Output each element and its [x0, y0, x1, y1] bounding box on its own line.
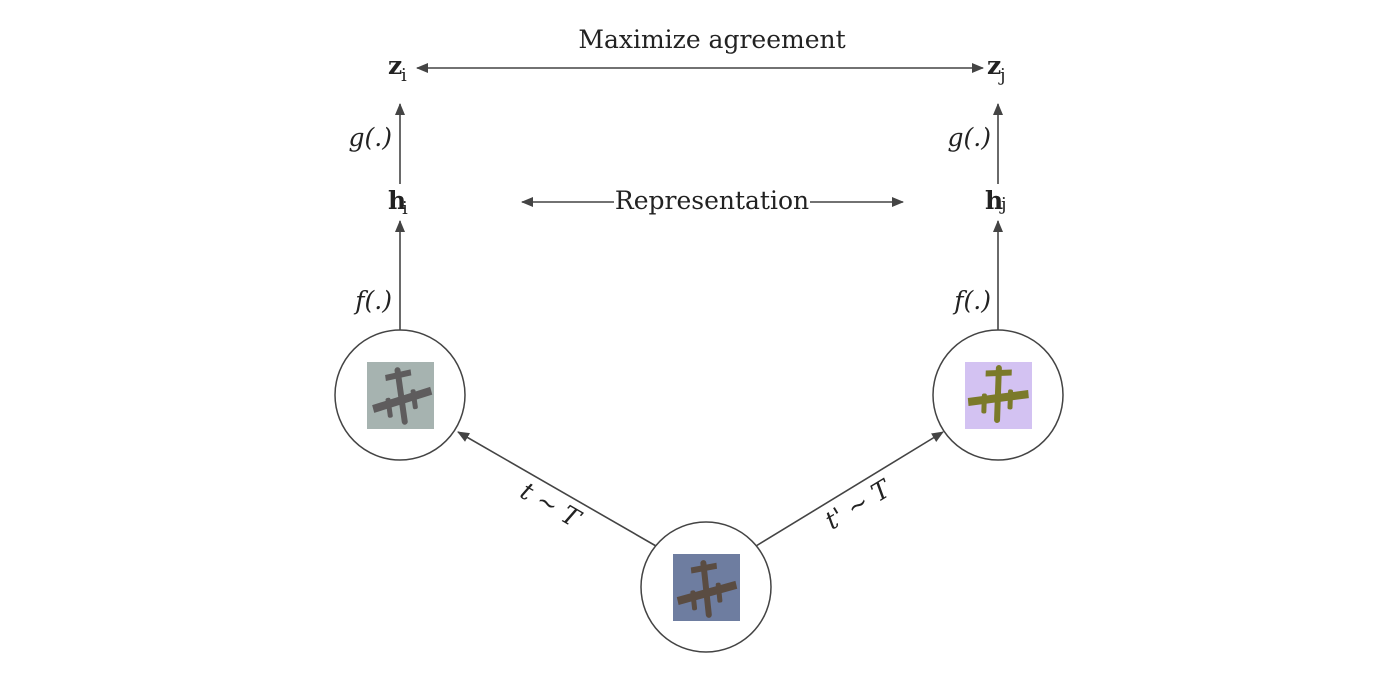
node-hi: h i: [388, 186, 408, 219]
right-f-label: f(.): [952, 286, 991, 315]
right-augmented-view: [932, 329, 1064, 461]
node-zj: z j: [987, 51, 1006, 86]
node-hj: h j: [985, 186, 1007, 215]
svg-text:i: i: [401, 65, 407, 86]
svg-text:j: j: [998, 65, 1006, 86]
representation-label: Representation: [615, 186, 809, 215]
maximize-agreement-label: Maximize agreement: [578, 25, 845, 54]
left-f-label: f(.): [353, 286, 392, 315]
svg-text:h: h: [388, 186, 406, 215]
left-augmentation-arrow: [457, 431, 657, 547]
svg-text:z: z: [388, 51, 402, 80]
original-image-node: [640, 521, 772, 653]
right-g-label: g(.): [948, 123, 991, 152]
right-augmentation-label: t' ~ T: [820, 473, 897, 535]
svg-text:i: i: [402, 198, 408, 219]
svg-text:j: j: [999, 194, 1007, 215]
left-g-label: g(.): [349, 123, 392, 152]
node-zi: z i: [388, 51, 407, 86]
left-augmented-view: [334, 329, 466, 461]
right-augmentation-arrow: [755, 431, 944, 547]
svg-text:h: h: [985, 186, 1003, 215]
svg-text:z: z: [987, 51, 1001, 80]
